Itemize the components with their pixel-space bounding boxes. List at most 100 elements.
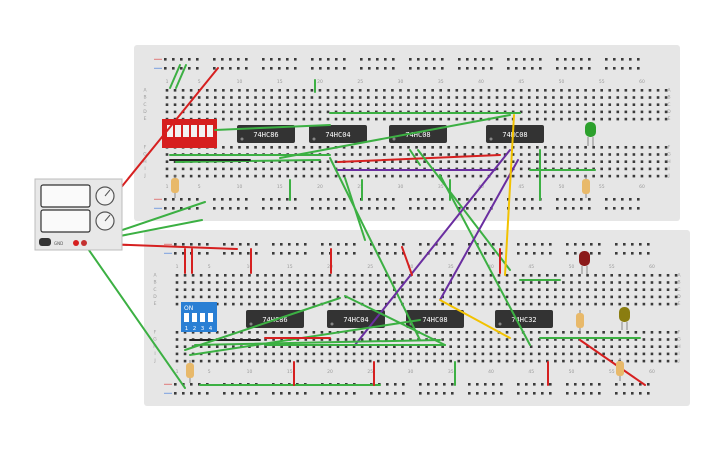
hole <box>296 274 300 277</box>
dip-switch-red[interactable] <box>162 119 217 148</box>
rail-hole <box>335 198 338 201</box>
column-number: 15 <box>277 184 283 190</box>
resistor-bottom-right-2[interactable] <box>616 358 624 381</box>
hole <box>294 103 298 106</box>
chip-bottom-4-label: 74HC32 <box>511 316 536 324</box>
hole <box>189 110 193 114</box>
rail-hole <box>451 252 454 255</box>
hole <box>280 359 283 363</box>
hole <box>399 89 402 92</box>
power-supply-switch[interactable] <box>39 238 51 246</box>
hole <box>415 146 418 149</box>
power-supply[interactable]: GND <box>34 178 123 251</box>
hole <box>536 89 539 92</box>
rail-hole <box>213 198 216 201</box>
rail-hole <box>451 383 454 386</box>
hole <box>326 103 330 106</box>
resistor-top-right[interactable] <box>582 175 590 198</box>
power-supply-negative-terminal[interactable] <box>81 240 87 246</box>
hole <box>487 96 491 99</box>
rail-hole <box>270 58 273 61</box>
hole <box>497 295 501 299</box>
hole <box>495 167 499 171</box>
chip-bottom-4[interactable]: 74HC32 <box>495 310 553 328</box>
rail-hole <box>517 243 520 246</box>
hole <box>570 352 573 356</box>
hole <box>592 153 595 156</box>
hole <box>455 146 459 149</box>
rail-hole <box>458 207 461 210</box>
resistor-bottom-right-1[interactable] <box>576 310 584 333</box>
hole <box>326 110 330 114</box>
chip-bottom-2[interactable]: 74HC04 <box>327 310 385 328</box>
row-letter: D <box>677 294 681 300</box>
chip-top-1[interactable]: 74HC86 <box>237 125 295 143</box>
rail-hole <box>409 67 412 70</box>
rail-hole <box>231 252 234 255</box>
hole <box>527 110 531 114</box>
chip-bottom-3[interactable]: 74HC08 <box>406 310 464 328</box>
rail-hole <box>294 67 297 70</box>
hole <box>441 359 444 363</box>
row-letter: C <box>667 102 670 108</box>
hole <box>310 89 314 92</box>
rail-hole <box>517 383 520 386</box>
hole <box>262 103 265 106</box>
hole <box>358 103 362 106</box>
hole <box>262 174 265 178</box>
chip-top-4[interactable]: 74HC08 <box>486 125 544 143</box>
hole <box>334 89 338 92</box>
rail-hole <box>394 252 397 255</box>
hole <box>487 146 491 149</box>
hole <box>199 359 203 363</box>
hole <box>465 352 469 356</box>
rail-hole <box>245 207 248 210</box>
row-letter: D <box>153 294 157 300</box>
hole <box>439 146 442 149</box>
dip-switch-blue[interactable]: ON 1 2 3 4 <box>181 302 217 332</box>
hole <box>503 117 507 121</box>
hole <box>527 96 531 99</box>
hole <box>562 281 565 284</box>
power-supply-positive-terminal[interactable] <box>73 240 79 246</box>
hole <box>409 302 412 306</box>
hole <box>232 345 235 348</box>
hole <box>215 302 219 306</box>
hole <box>366 146 370 149</box>
rail-hole <box>474 207 477 210</box>
resistor-bottom-left[interactable] <box>186 360 194 383</box>
chip-top-2[interactable]: 74HC04 <box>309 125 367 143</box>
hole <box>634 274 638 277</box>
hole <box>409 331 412 334</box>
hole <box>626 274 630 277</box>
led-red[interactable] <box>579 251 590 274</box>
hole <box>423 167 426 171</box>
rail-hole <box>213 58 216 61</box>
hole <box>552 89 555 92</box>
rail-hole <box>378 243 381 246</box>
hole <box>270 167 273 171</box>
hole <box>666 338 670 341</box>
resistor-top-left[interactable] <box>171 175 179 198</box>
rail-hole <box>580 67 583 70</box>
hole <box>205 110 209 114</box>
hole <box>286 110 290 114</box>
hole <box>344 302 348 306</box>
row-letter: J <box>153 358 155 364</box>
led-olive[interactable] <box>619 307 630 330</box>
hole <box>334 110 338 114</box>
hole <box>375 96 378 99</box>
rail-hole <box>245 198 248 201</box>
rail-hole <box>345 252 348 255</box>
rail-hole <box>196 198 199 201</box>
hole <box>336 302 340 306</box>
hole <box>441 331 444 334</box>
rail-hole <box>182 252 185 255</box>
hole <box>519 160 523 163</box>
wire-green-feed-bottom[interactable] <box>83 242 186 389</box>
led-green[interactable] <box>585 122 596 146</box>
hole <box>240 281 243 284</box>
